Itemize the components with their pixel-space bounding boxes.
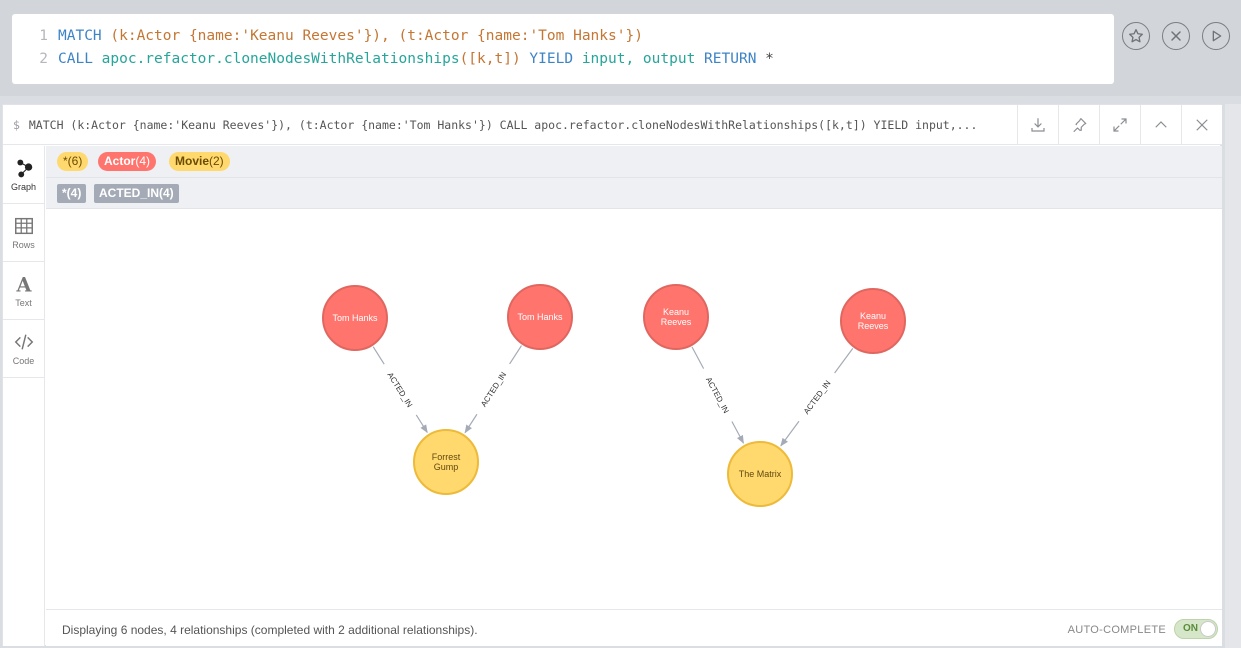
graph-svg[interactable]: ACTED_IN ACTED_IN ACTED_IN ACTED_IN Tom Hank… <box>46 209 1222 609</box>
code-line-1: 1 MATCH (k:Actor {name:'Keanu Reeves'}), … <box>12 25 643 47</box>
frame-query-text[interactable]: $ MATCH (k:Actor {name:'Keanu Reeves'}),… <box>13 118 1013 132</box>
movie-node[interactable] <box>413 429 479 495</box>
query-editor-bar: 1 MATCH (k:Actor {name:'Keanu Reeves'}), … <box>0 0 1241 96</box>
keyword-return: RETURN <box>704 51 757 67</box>
relationship-line[interactable] <box>691 346 705 369</box>
download-icon <box>1031 118 1045 132</box>
relationship-arrow[interactable] <box>464 413 478 434</box>
collapse-button[interactable] <box>1140 105 1181 145</box>
relationship-label: ACTED_IN <box>385 371 414 409</box>
tab-label: Graph <box>10 182 36 192</box>
keyword-yield: YIELD <box>529 51 574 67</box>
node-caption: The Matrix <box>739 469 782 479</box>
label-pill-movie[interactable]: Movie(2) <box>169 152 230 171</box>
return-star: * <box>765 51 774 67</box>
table-icon <box>14 217 33 235</box>
label-pill-all[interactable]: *(6) <box>57 152 89 171</box>
node-caption: Tom Hanks <box>332 313 378 323</box>
tab-label: Rows <box>12 240 35 250</box>
node-caption: Reeves <box>661 317 692 327</box>
autocomplete-label: AUTO-COMPLETE <box>1067 624 1166 636</box>
fullscreen-button[interactable] <box>1099 105 1140 145</box>
autocomplete-toggle[interactable]: ON <box>1174 619 1218 639</box>
relationship-arrow[interactable] <box>731 421 745 444</box>
line-number: 1 <box>39 28 48 44</box>
node-caption: Reeves <box>858 321 889 331</box>
result-frame: $ MATCH (k:Actor {name:'Keanu Reeves'}),… <box>2 104 1222 646</box>
frame-footer: Displaying 6 nodes, 4 relationships (com… <box>46 609 1222 646</box>
rel-tag-acted-in[interactable]: ACTED_IN(4) <box>94 184 179 203</box>
relationship-line[interactable] <box>509 345 523 365</box>
node-labels-legend: *(6) Actor(4) Movie(2) <box>46 146 1222 178</box>
fullscreen-icon <box>1113 118 1127 132</box>
relationship-line[interactable] <box>372 346 385 365</box>
pin-icon <box>1073 117 1087 133</box>
code-line-2: 2 CALL apoc.refactor.cloneNodesWithRelati… <box>12 48 774 70</box>
tab-graph[interactable]: Graph <box>3 146 44 204</box>
toggle-knob <box>1200 621 1216 637</box>
relationship-line[interactable] <box>834 347 854 374</box>
close-circle-icon <box>1171 31 1181 41</box>
keyword-call: CALL <box>58 51 93 67</box>
relationship-arrow[interactable] <box>415 414 428 434</box>
string-keanu: 'Keanu Reeves' <box>241 28 364 44</box>
tab-label: Code <box>12 356 35 366</box>
view-tabs: Graph Rows A Text Code <box>3 146 45 646</box>
label-pill-actor[interactable]: Actor(4) <box>98 152 157 171</box>
line-number: 2 <box>39 51 48 67</box>
node-caption: Tom Hanks <box>517 312 563 322</box>
tab-rows[interactable]: Rows <box>3 204 44 262</box>
close-frame-button[interactable] <box>1181 105 1222 145</box>
graph-canvas[interactable]: ACTED_IN ACTED_IN ACTED_IN ACTED_IN Tom Hank… <box>46 209 1222 609</box>
svg-text:A: A <box>15 273 32 295</box>
relationship-label: ACTED_IN <box>704 376 731 415</box>
tab-code[interactable]: Code <box>3 320 44 378</box>
pattern-close: }) <box>625 28 643 44</box>
download-button[interactable] <box>1017 105 1058 145</box>
node-caption: Gump <box>434 462 459 472</box>
close-icon <box>1196 119 1208 131</box>
actor-node[interactable] <box>322 285 388 351</box>
page-scroll-area <box>1225 104 1241 648</box>
collapse-icon <box>1155 121 1167 128</box>
pin-button[interactable] <box>1058 105 1099 145</box>
node-caption: Forrest <box>432 452 461 462</box>
run-button[interactable] <box>1202 22 1230 50</box>
star-icon <box>1129 29 1143 43</box>
text-icon: A <box>15 273 32 295</box>
procedure-args: ([k,t]) <box>459 51 521 67</box>
favorite-button[interactable] <box>1122 22 1150 50</box>
code-icon <box>14 334 33 350</box>
graph-icon <box>16 159 32 178</box>
rel-tag-all[interactable]: *(4) <box>57 184 87 203</box>
relationship-label: ACTED_IN <box>479 370 508 408</box>
actor-node[interactable] <box>840 288 906 354</box>
play-icon <box>1212 30 1222 42</box>
query-editor[interactable]: 1 MATCH (k:Actor {name:'Keanu Reeves'}), … <box>12 14 1114 84</box>
frame-header: $ MATCH (k:Actor {name:'Keanu Reeves'}),… <box>3 105 1222 145</box>
tab-label: Text <box>15 298 32 308</box>
toggle-state: ON <box>1183 623 1198 634</box>
clear-button[interactable] <box>1162 22 1190 50</box>
keyword-match: MATCH <box>58 28 102 44</box>
pattern-t: }), (t:Actor {name: <box>363 28 530 44</box>
relationship-label: ACTED_IN <box>802 379 833 416</box>
string-tom: 'Tom Hanks' <box>529 28 626 44</box>
movie-node[interactable] <box>727 441 793 507</box>
actor-node[interactable] <box>507 284 573 350</box>
frame-query: MATCH (k:Actor {name:'Keanu Reeves'}), (… <box>28 118 978 132</box>
yield-vars: input, output <box>581 51 696 67</box>
tab-text[interactable]: A Text <box>3 262 44 320</box>
node-caption: Keanu <box>663 307 689 317</box>
actor-node[interactable] <box>643 284 709 350</box>
prompt-symbol: $ <box>13 118 20 132</box>
node-caption: Keanu <box>860 311 886 321</box>
relationship-types-legend: *(4) ACTED_IN(4) <box>46 178 1222 209</box>
status-message: Displaying 6 nodes, 4 relationships (com… <box>62 623 478 637</box>
procedure-name: apoc.refactor.cloneNodesWithRelationship… <box>101 51 460 67</box>
pattern-k: (k:Actor {name: <box>101 28 242 44</box>
relationship-arrow[interactable] <box>780 420 800 447</box>
